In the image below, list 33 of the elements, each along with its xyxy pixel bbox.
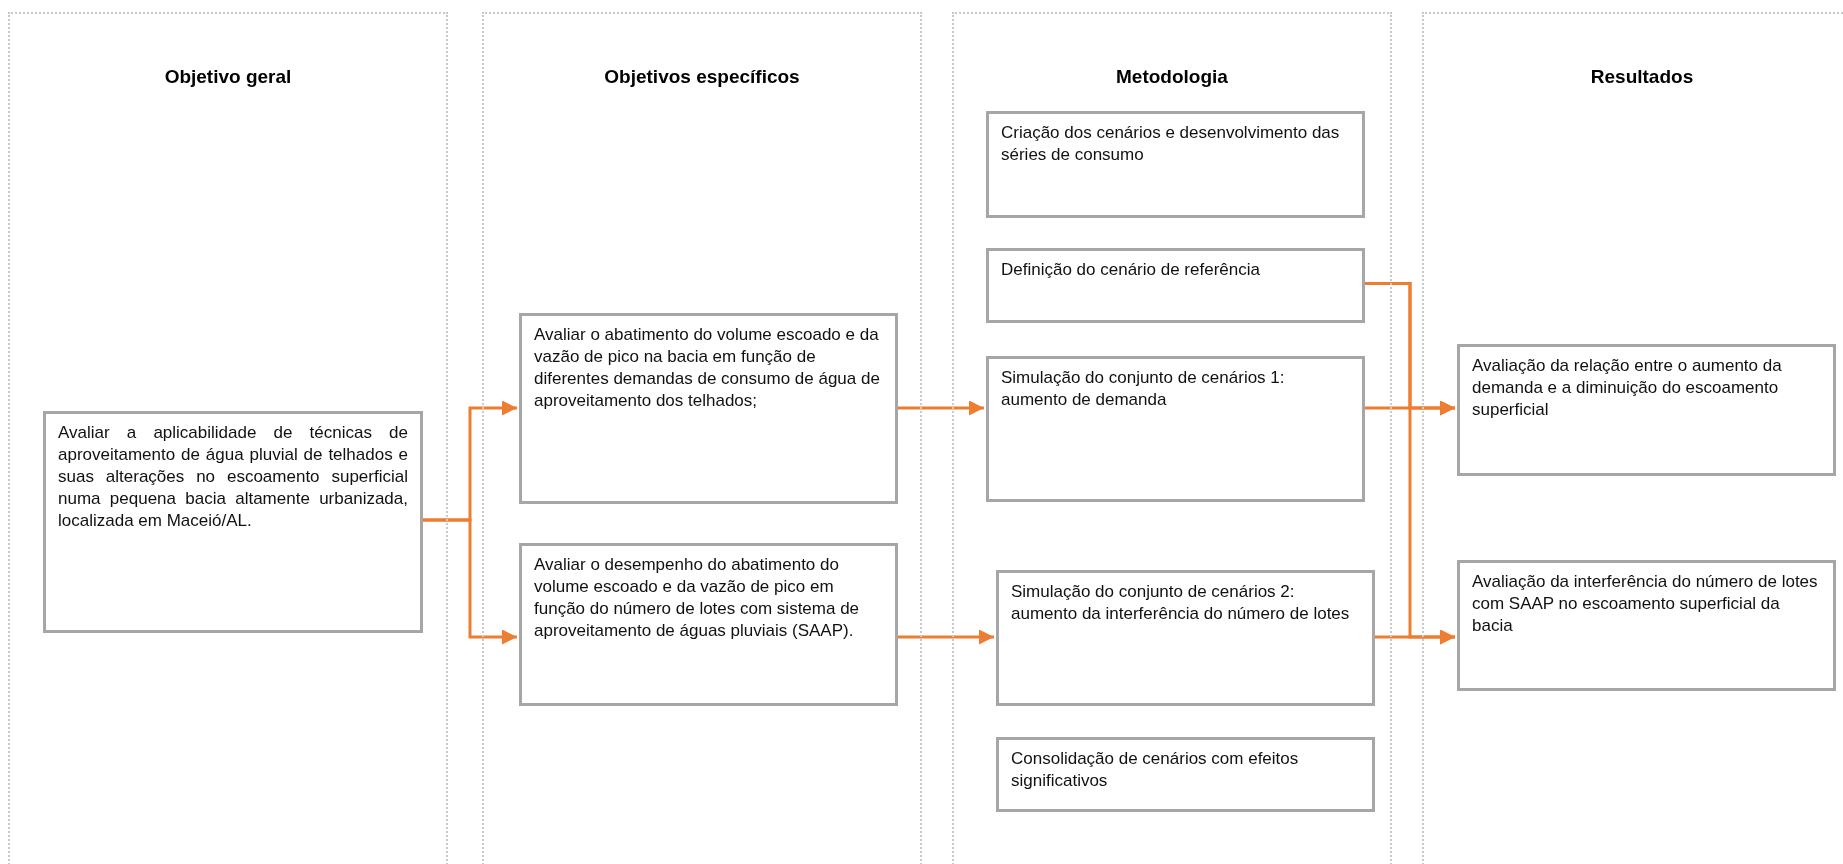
column-panel	[952, 12, 1392, 864]
text-box	[996, 737, 1375, 812]
box-text: Simulação do conjunto de cenários 1: aumento de demanda	[1001, 367, 1286, 411]
column-panel	[482, 12, 922, 864]
box-text: Simulação do conjunto de cenários 2: aumento da interferência do número de lotes	[1011, 581, 1351, 625]
column-heading: Metodologia	[1115, 66, 1229, 88]
text-box	[1457, 560, 1836, 691]
box-text: Definição do cenário de referência	[1001, 259, 1261, 281]
text-box	[986, 111, 1365, 218]
text-box	[519, 543, 898, 706]
box-text: Avaliar o abatimento do volume escoado e da vazão de pico na bacia em função de diferentes demandas de consumo de água de aproveitamento dos telhados;	[534, 324, 881, 412]
arrow	[1363, 400, 1455, 416]
arrow	[1373, 629, 1455, 645]
column-heading: Objetivos específicos	[603, 66, 801, 88]
text-box	[986, 248, 1365, 323]
arrow	[421, 518, 517, 645]
box-text: Avaliação da interferência do número de lotes com SAAP no escoamento superficial da bacia	[1472, 571, 1819, 637]
box-text: Avaliar o desempenho do abatimento do volume escoado e da vazão de pico em função do número de lotes com sistema de aproveitamento de águas pluviais (SAAP).	[534, 554, 861, 642]
column-panel	[1422, 12, 1843, 864]
text-box	[1457, 344, 1836, 476]
arrow	[896, 629, 994, 645]
box-text: Criação dos cenários e desenvolvimento das séries de consumo	[1001, 122, 1341, 166]
text-box	[43, 411, 423, 633]
text-box	[519, 313, 898, 504]
text-box	[996, 570, 1375, 706]
box-text: Consolidação de cenários com efeitos significativos	[1011, 748, 1300, 792]
column-heading: Objetivo geral	[163, 66, 293, 88]
column-panel	[8, 12, 448, 864]
column-heading: Resultados	[1589, 66, 1695, 88]
text-box	[986, 356, 1365, 502]
arrow	[896, 400, 984, 416]
box-text: Avaliar a aplicabilidade de técnicas de aproveitamento de água pluvial de telhados e suas alterações no escoamento superficial numa pequena bacia altamente urbanizada, localizada em Maceió/AL.	[58, 422, 408, 532]
box-text: Avaliação da relação entre o aumento da demanda e a diminuição do escoamento superficial	[1472, 355, 1783, 421]
